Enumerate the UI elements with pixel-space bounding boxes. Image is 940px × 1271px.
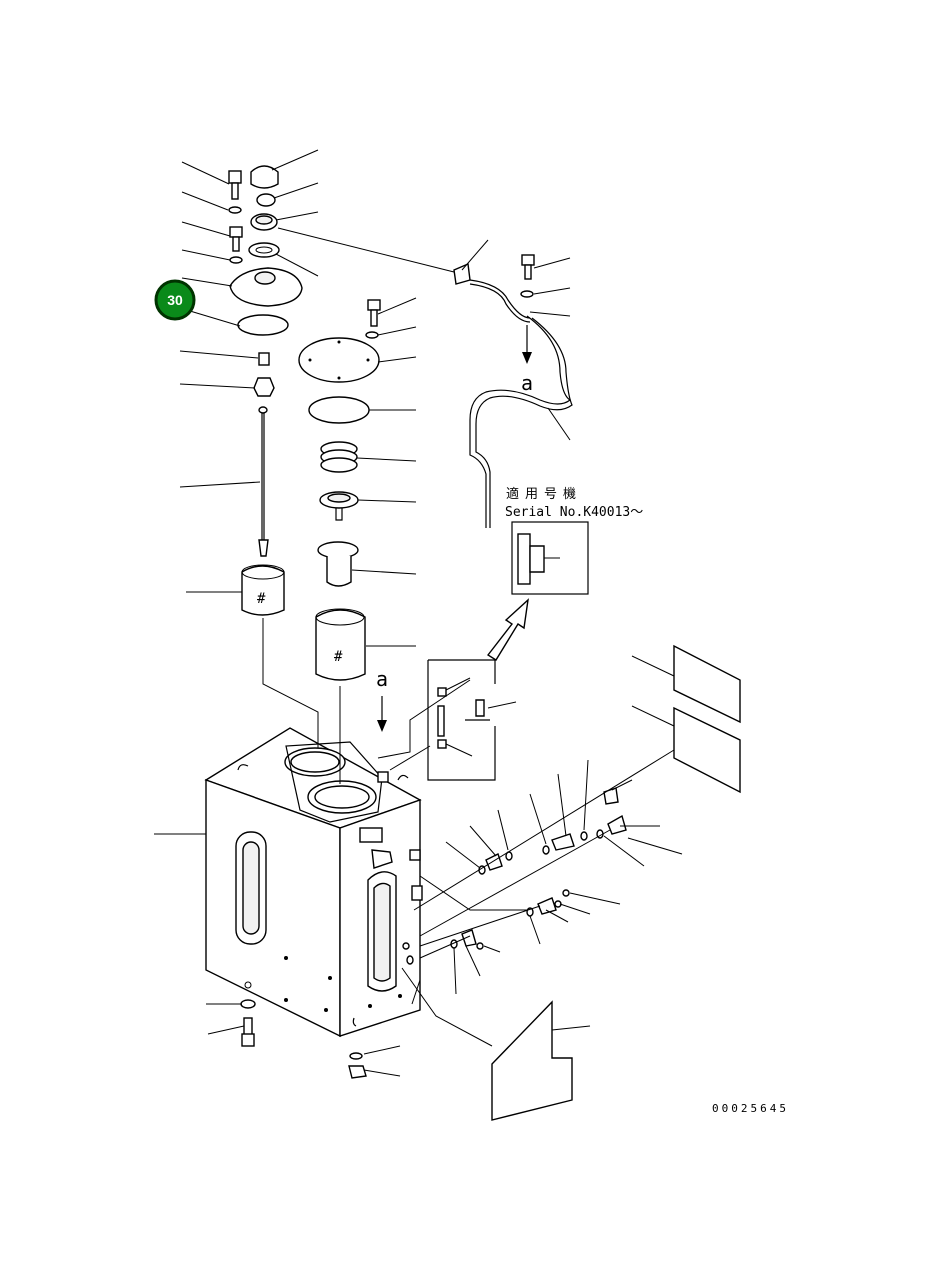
callout-circle[interactable] bbox=[154, 279, 196, 321]
drain-plug bbox=[348, 1017, 367, 1079]
callout-30[interactable]: 30 bbox=[154, 279, 196, 321]
rubber-pads bbox=[673, 644, 741, 794]
svg-text:#: # bbox=[334, 649, 343, 665]
view-marker-upper: a bbox=[521, 371, 533, 395]
leader-lines bbox=[154, 149, 683, 1077]
view-marker-lower: a bbox=[376, 667, 388, 691]
filler-cap-assembly: # bbox=[228, 165, 303, 616]
drawing-number: 00025645 bbox=[712, 1102, 789, 1115]
applicable-title: 適用号機 bbox=[506, 486, 582, 502]
detail-inset bbox=[511, 521, 589, 595]
clamp-inset bbox=[427, 659, 496, 781]
strainer-assembly: # bbox=[298, 299, 381, 681]
hydraulic-tank bbox=[204, 727, 423, 1038]
callout-number[interactable]: 30 bbox=[167, 292, 183, 308]
mounting-bolts bbox=[240, 981, 256, 1047]
cover-plate bbox=[491, 1000, 573, 1121]
serial-label: Serial No.K40013～ bbox=[505, 505, 643, 520]
hose-assembly bbox=[453, 254, 573, 528]
reference-arrow bbox=[486, 598, 529, 661]
hose-fittings bbox=[402, 787, 627, 965]
svg-text:#: # bbox=[257, 591, 266, 607]
